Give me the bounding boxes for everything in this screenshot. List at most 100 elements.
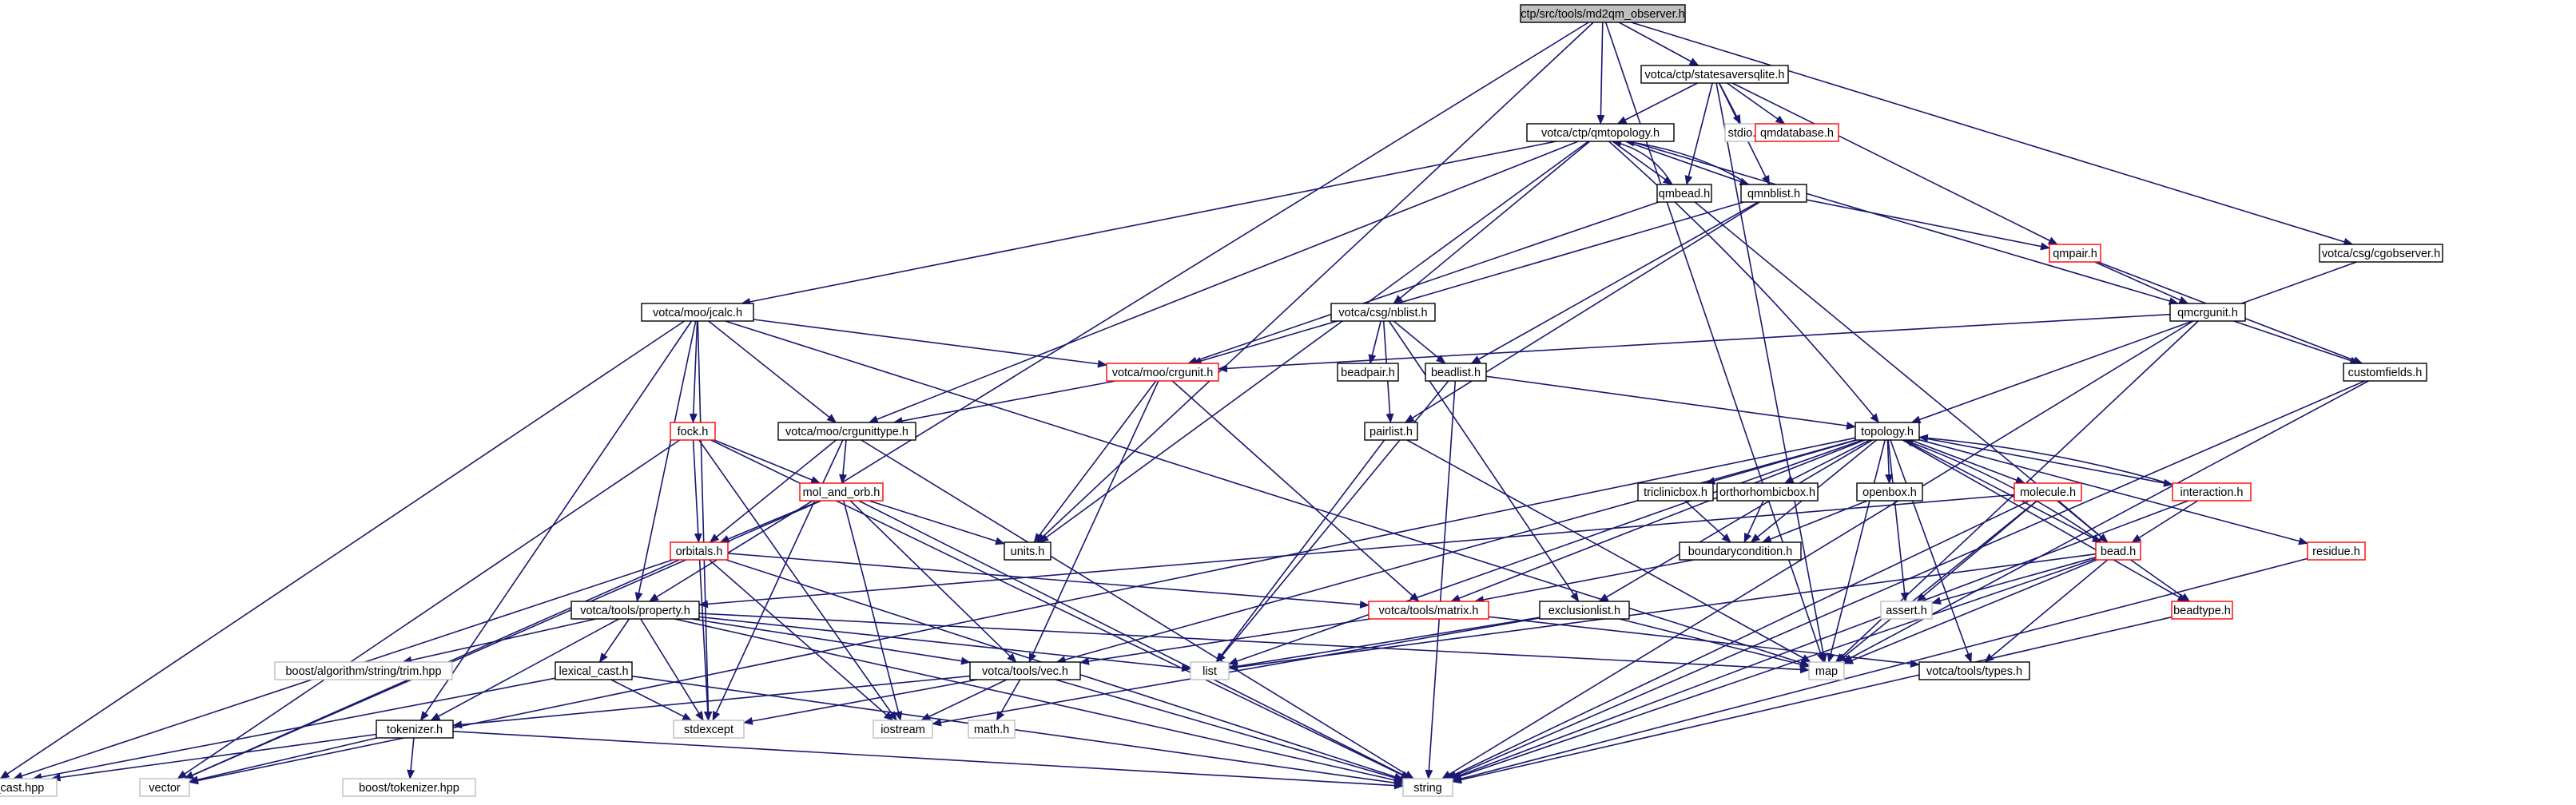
node-box-matrix — [1368, 601, 1489, 620]
node-box-mathh — [968, 720, 1016, 739]
node-label-vec: votca/tools/vec.h — [982, 665, 1068, 678]
node-box-boosttokenizer — [342, 778, 476, 797]
edge-qmtopology-to-units — [1039, 141, 1589, 543]
node-boostlexical: boost/lexical_cast.hpp — [0, 778, 58, 797]
edge-qmcrgunit-to-string — [1441, 320, 2194, 779]
node-box-qmtopology — [1526, 123, 1675, 142]
edge-bead-to-assert — [1931, 557, 2097, 605]
node-qmcrgunit[interactable]: qmcrgunit.h — [2169, 303, 2246, 322]
node-orbitals[interactable]: orbitals.h — [670, 541, 729, 561]
edge-customfields-to-map — [1842, 380, 2369, 663]
node-box-qmdatabase — [1755, 123, 1839, 142]
node-box-residue — [2307, 541, 2366, 561]
node-beadtype[interactable]: beadtype.h — [2171, 601, 2233, 620]
node-statesaver[interactable]: votca/ctp/statesaversqlite.h — [1640, 65, 1789, 84]
node-box-lexicalcast — [555, 661, 633, 680]
node-cgobserver[interactable]: votca/csg/cgobserver.h — [2319, 244, 2443, 263]
node-label-crgunittype: votca/moo/crgunittype.h — [785, 426, 908, 438]
edge-topology-to-bead — [1903, 439, 2102, 543]
node-box-qmcrgunit — [2169, 303, 2246, 322]
edge-root-to-map — [1604, 22, 1825, 663]
edge-crgunittype-to-orbitals — [709, 439, 837, 543]
edge-qmnblist-to-moocrgunit — [1191, 201, 1744, 365]
node-residue[interactable]: residue.h — [2307, 541, 2366, 561]
edge-vec-to-tokenizer — [452, 675, 971, 729]
node-box-openbox — [1856, 482, 1923, 502]
node-property[interactable]: votca/tools/property.h — [570, 601, 700, 620]
node-exclusionlist[interactable]: exclusionlist.h — [1539, 601, 1630, 620]
edge-jcalc-to-tokenizer — [419, 320, 693, 721]
node-molecule[interactable]: molecule.h — [2013, 482, 2082, 502]
node-beadpair[interactable]: beadpair.h — [1337, 363, 1399, 382]
edge-qmtopology-to-csgnblist — [1393, 141, 1591, 304]
edge-interaction-to-topology — [1918, 434, 2173, 486]
node-boundarycondition[interactable]: boundarycondition.h — [1679, 541, 1802, 561]
node-box-orbitals — [670, 541, 729, 561]
node-molandorb[interactable]: mol_and_orb.h — [799, 482, 884, 502]
node-fock[interactable]: fock.h — [670, 422, 716, 441]
node-beadlist[interactable]: beadlist.h — [1425, 363, 1487, 382]
edge-topology-to-map — [1827, 439, 1886, 663]
node-vector: vector — [139, 778, 190, 797]
node-crgunittype[interactable]: votca/moo/crgunittype.h — [777, 422, 916, 441]
edge-topology-to-list — [1228, 439, 1863, 665]
node-openbox[interactable]: openbox.h — [1856, 482, 1923, 502]
node-label-root: ctp/src/tools/md2qm_observer.h — [1521, 8, 1685, 21]
node-box-beadlist — [1425, 363, 1487, 382]
edge-statesaver-to-qmdatabase — [1727, 82, 1786, 125]
node-label-qmnblist: qmnblist.h — [1747, 188, 1800, 200]
node-root[interactable]: ctp/src/tools/md2qm_observer.h — [1520, 4, 1686, 23]
node-topology[interactable]: topology.h — [1854, 422, 1920, 441]
edge-property-to-map — [698, 613, 1810, 674]
node-stdexcept: stdexcept — [673, 720, 745, 739]
node-lexicalcast[interactable]: lexical_cast.h — [555, 661, 633, 680]
edge-qmtopology-to-jcalc — [741, 141, 1556, 306]
node-box-map — [1808, 661, 1845, 680]
edge-jcalc-to-stdexcept — [697, 320, 713, 721]
node-bead[interactable]: bead.h — [2095, 541, 2141, 561]
node-matrix[interactable]: votca/tools/matrix.h — [1368, 601, 1489, 620]
edge-property-to-boosttrim — [402, 618, 596, 664]
node-box-types — [1918, 661, 2030, 680]
node-pairlist[interactable]: pairlist.h — [1364, 422, 1418, 441]
edge-molecule-to-string — [1445, 500, 2030, 779]
edge-topology-to-openbox — [1885, 439, 1894, 484]
node-orthorhombicbox[interactable]: orthorhombicbox.h — [1716, 482, 1819, 502]
edge-openbox-to-boundarycondition — [1761, 500, 1868, 543]
edge-jcalc-to-crgunittype — [708, 320, 837, 423]
node-csgnblist[interactable]: votca/csg/nblist.h — [1330, 303, 1436, 322]
edge-qmcrgunit-to-customfields — [2233, 320, 2360, 365]
node-qmbead[interactable]: qmbead.h — [1656, 184, 1712, 203]
edge-pairlist-to-list — [1215, 439, 1385, 663]
node-moocrgunit[interactable]: votca/moo/crgunit.h — [1106, 363, 1219, 382]
node-vec[interactable]: votca/tools/vec.h — [969, 661, 1081, 680]
node-qmnblist[interactable]: qmnblist.h — [1740, 184, 1807, 203]
node-jcalc[interactable]: votca/moo/jcalc.h — [641, 303, 754, 322]
edge-interaction-to-bead — [2131, 500, 2199, 543]
edge-moocrgunit-to-units — [1033, 380, 1157, 543]
node-qmdatabase[interactable]: qmdatabase.h — [1755, 123, 1839, 142]
node-box-fock — [670, 422, 716, 441]
node-triclinicbox[interactable]: triclinicbox.h — [1637, 482, 1714, 502]
node-box-vector — [139, 778, 190, 797]
node-qmtopology[interactable]: votca/ctp/qmtopology.h — [1526, 123, 1675, 142]
node-box-stdexcept — [673, 720, 745, 739]
node-types[interactable]: votca/tools/types.h — [1918, 661, 2030, 680]
node-box-statesaver — [1640, 65, 1789, 84]
node-label-qmdatabase: qmdatabase.h — [1760, 127, 1834, 140]
node-box-qmnblist — [1740, 184, 1807, 203]
edge-tokenizer-to-string — [452, 731, 1404, 790]
node-interaction[interactable]: interaction.h — [2172, 482, 2252, 502]
node-units[interactable]: units.h — [1004, 541, 1051, 561]
node-boosttrim: boost/algorithm/string/trim.hpp — [274, 661, 453, 680]
node-tokenizer[interactable]: tokenizer.h — [376, 720, 454, 739]
edge-orbitals-to-matrix — [727, 553, 1369, 609]
node-box-tokenizer — [376, 720, 454, 739]
node-qmpair[interactable]: qmpair.h — [2049, 244, 2101, 263]
edge-jcalc-to-moocrgunit — [753, 319, 1107, 368]
node-box-molandorb — [799, 482, 884, 502]
node-box-cgobserver — [2319, 244, 2443, 263]
node-box-interaction — [2172, 482, 2252, 502]
node-customfields[interactable]: customfields.h — [2343, 363, 2427, 382]
node-label-tokenizer: tokenizer.h — [387, 724, 443, 736]
